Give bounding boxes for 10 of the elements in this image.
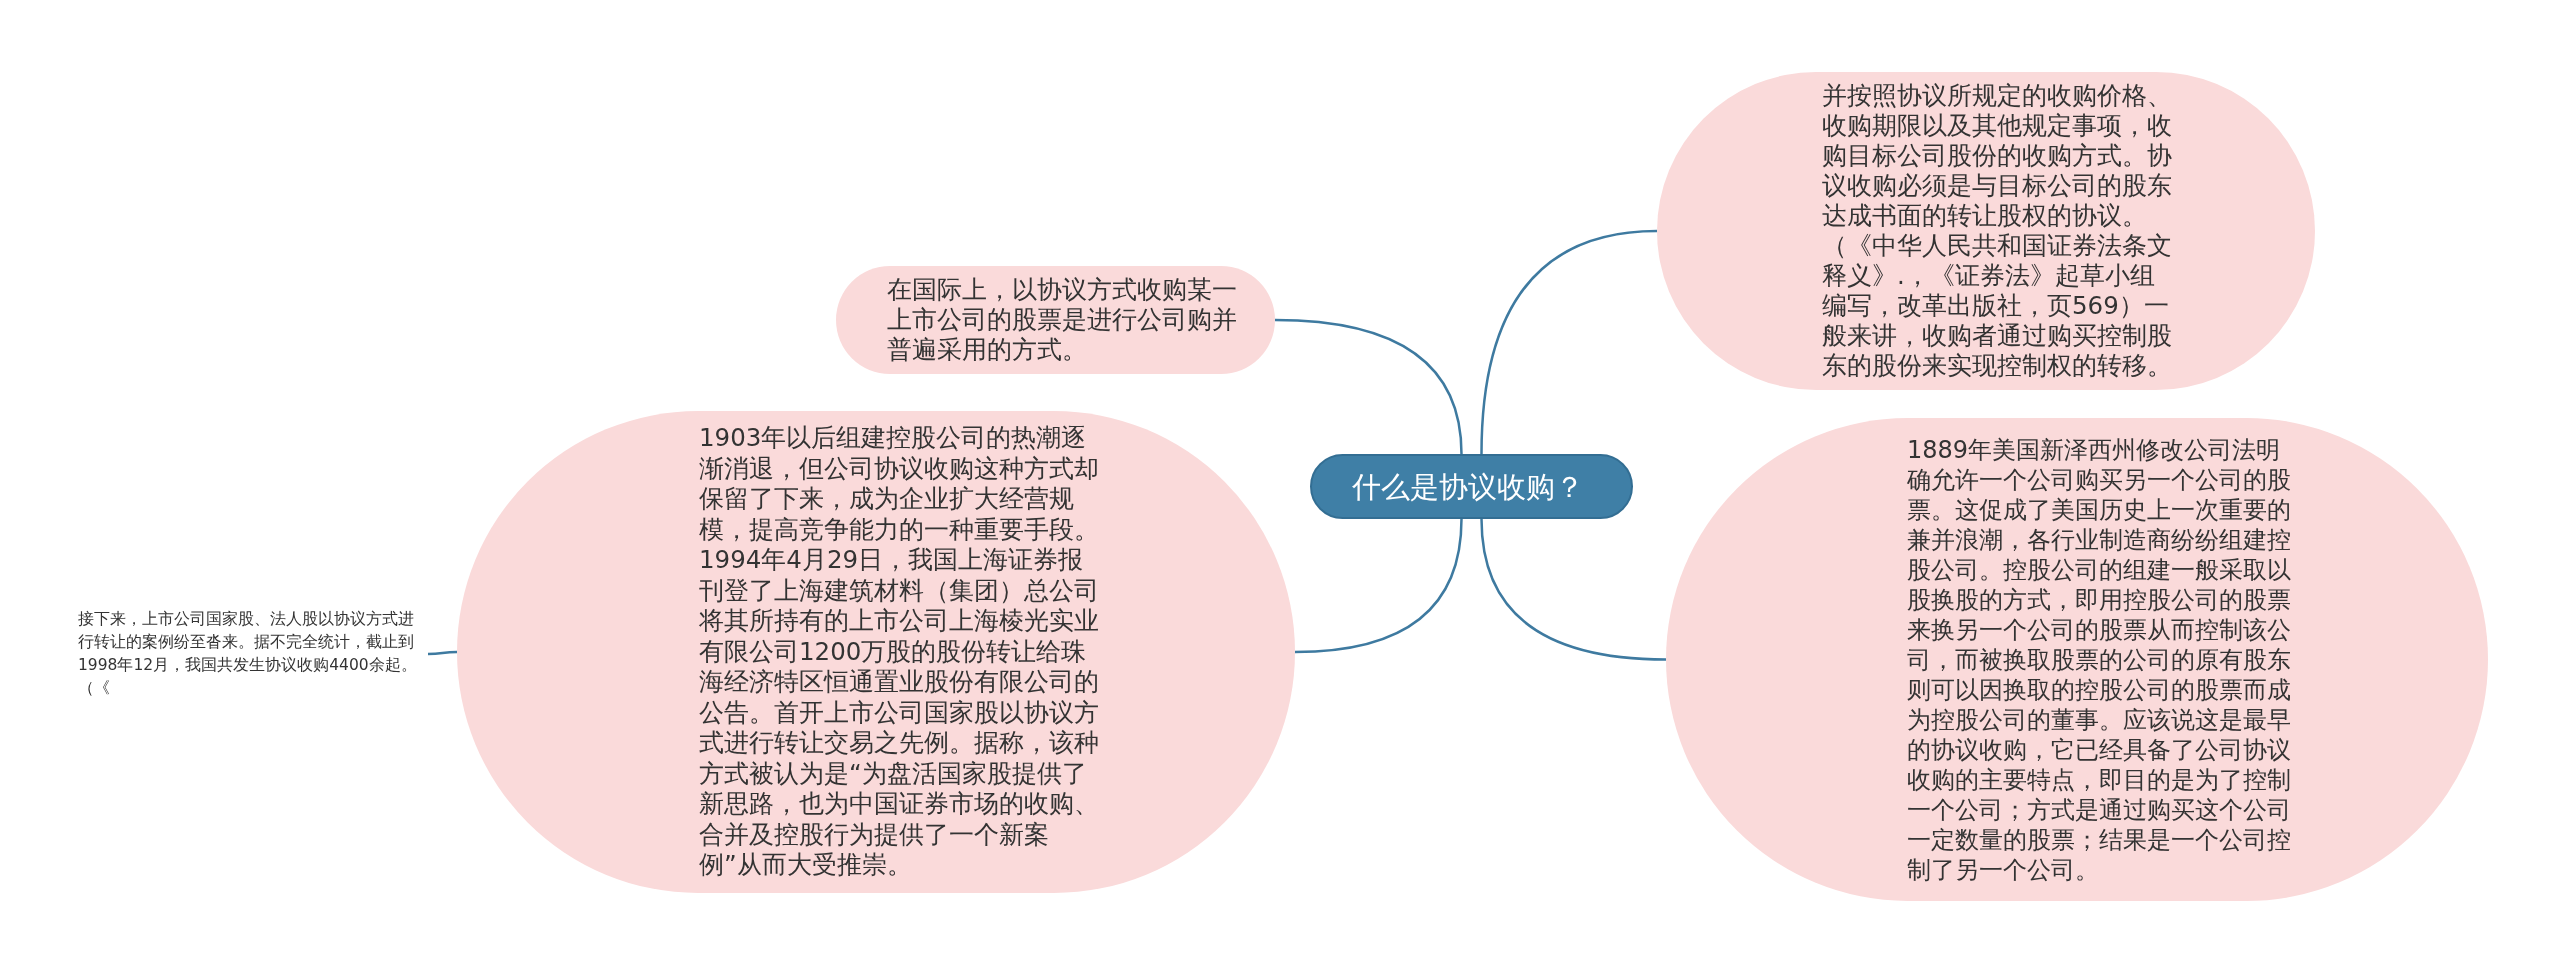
connector-line xyxy=(1274,318,1463,455)
topic-text: 1903年以后组建控股公司的热潮逐渐消退，但公司协议收购这种方式却保留了下来，成为企业扩大经营规模，提高竞争能力的一种重要手段。1994年4月29日，我国上海证券报刊登了上海建筑材料（集团）总公司将其所持有的上市公司上海棱光实业有限公司1200万股的股份转让给珠海经济特区恒通置业股份有限公司的公告。首开上市公司国家股以协议方式进行转让交易之先例。据称，该种方式被认为是“为盘活国家股提供了新思路，也为中国证券市场的收购、合并及控股行为提供了一个新案例”从而大受推崇。 xyxy=(699,423,1099,881)
topic-text: 在国际上，以协议方式收购某一上市公司的股票是进行公司购并普遍采用的方式。 xyxy=(887,275,1238,365)
note-text: 接下来，上市公司国家股、法人股以协议方式进行转让的案例纷至沓来。据不完全统计，截止到1998年12月，我国共发生协议收购4400余起。（《 xyxy=(78,609,418,699)
connector-line xyxy=(1480,229,1658,455)
topic-title: 什么是协议收购？ xyxy=(1352,468,1584,505)
connector-line xyxy=(428,650,457,656)
connector-line xyxy=(1294,518,1463,654)
topic-text: 1889年美国新泽西州修改公司法明确允许一个公司购买另一个公司的股票。这促成了美国历史上一次重要的兼并浪潮，各行业制造商纷纷组建控股公司。控股公司的组建一般采取以股换股的方式，即用控股公司的股票来换另一个公司的股票从而控制该公司，而被换取股票的公司的原有股东则可以因换取的控股公司的股票而成为控股公司的董事。应该说这是最早的协议收购，它已经具备了公司协议收购的主要特点，即目的是为了控制一个公司；方式是通过购买这个公司一定数量的股票；结果是一个公司控制了另一个公司。 xyxy=(1907,434,2292,885)
topic-text: 并按照协议所规定的收购价格、收购期限以及其他规定事项，收购目标公司股份的收购方式。协议收购必须是与目标公司的股东达成书面的转让股权的协议。（《中华人民共和国证券法条文释义》.，《证券法》起草小组编写，改革出版社，页569）一般来讲，收购者通过购买控制股东的股份来实现控制权的转移。 xyxy=(1822,81,2172,381)
